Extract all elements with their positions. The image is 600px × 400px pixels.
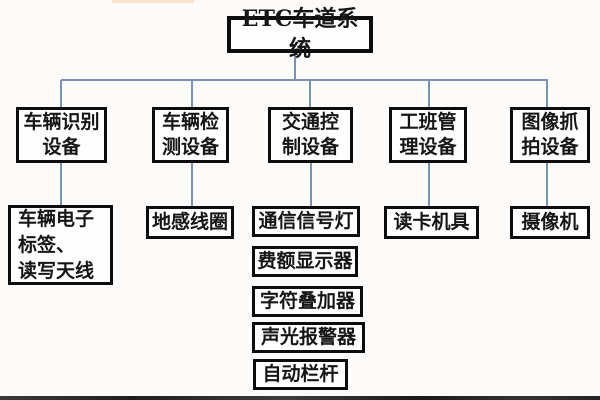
connector-drop-image-capture: [546, 80, 548, 107]
node-etc-lane-system: ETC车道系统: [227, 6, 373, 62]
node-electronic-tag-antenna: 车辆电子 标签、 读写天线: [8, 205, 113, 285]
node-sound-light-alarm: 声光报警器: [252, 322, 365, 353]
connector-horizontal-bus: [61, 79, 548, 81]
node-vehicle-detection-equipment: 车辆检 测设备: [152, 107, 229, 163]
connector-drop-vehicle-identification: [60, 80, 62, 107]
node-ground-induction-coil: 地感线圈: [146, 206, 234, 239]
connector-drop-shift-management: [428, 80, 430, 107]
connector-image-capture-to-camera: [546, 163, 548, 206]
node-vehicle-identification-equipment: 车辆识别 设备: [16, 107, 107, 163]
connector-drop-vehicle-detection: [191, 80, 193, 107]
node-shift-management-equipment: 工班管 理设备: [389, 107, 467, 163]
bottom-edge-bar: [0, 396, 600, 400]
connector-vehicle-identification-to-tag: [60, 163, 62, 205]
connector-root-trunk: [294, 53, 296, 80]
node-communication-signal-light: 通信信号灯: [252, 206, 360, 237]
top-edge-artifact: [112, 0, 194, 3]
node-camera: 摄像机: [510, 206, 590, 239]
connector-drop-traffic-control: [309, 80, 311, 107]
node-character-overlay: 字符叠加器: [252, 286, 363, 317]
node-fare-display: 费额显示器: [252, 246, 358, 277]
node-traffic-control-equipment: 交通控 制设备: [268, 107, 353, 163]
node-card-reader: 读卡机具: [384, 206, 479, 239]
node-image-capture-equipment: 图像抓 拍设备: [510, 107, 590, 163]
node-automatic-barrier: 自动栏杆: [253, 359, 348, 390]
connector-shift-management-to-reader: [428, 163, 430, 206]
connector-traffic-control-to-signal: [310, 163, 312, 206]
connector-vehicle-detection-to-coil: [191, 163, 193, 206]
